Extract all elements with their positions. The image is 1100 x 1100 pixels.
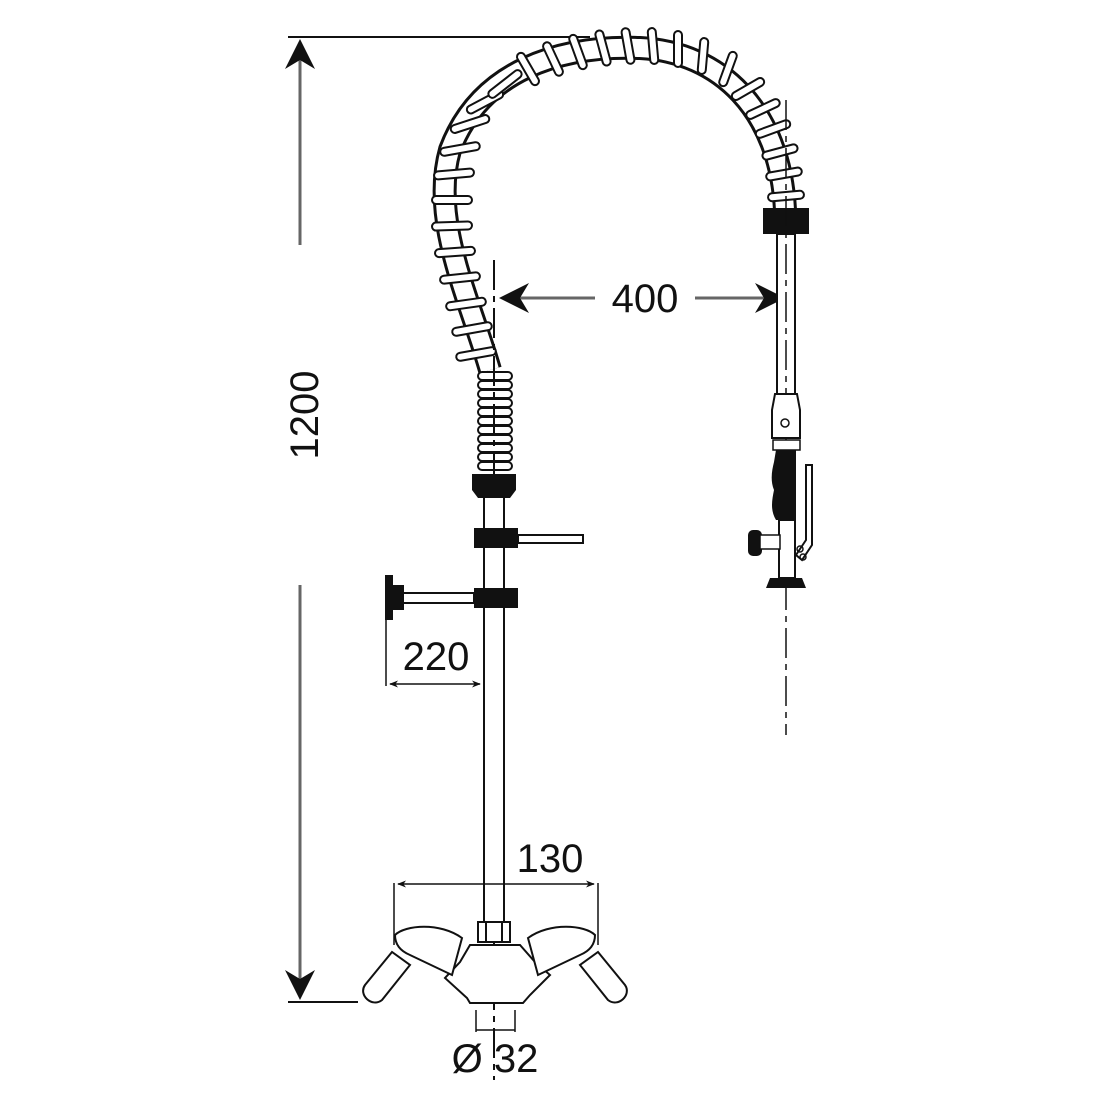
riser-clamp-lower [474, 588, 518, 608]
dimension-hole-diameter: Ø 32 [452, 1010, 539, 1081]
side-arm [399, 592, 475, 604]
side-arm-handle [385, 575, 393, 620]
spring-hose [431, 27, 805, 471]
dimension-reach: 400 [499, 277, 785, 321]
left-lever-handle [362, 950, 412, 1004]
hole-diameter-label: Ø 32 [452, 1037, 539, 1081]
left-valve-head [393, 925, 464, 977]
wall-bracket-arm [517, 534, 584, 544]
riser-clamp-upper [474, 528, 518, 548]
dimension-side-arm: 220 [385, 620, 481, 688]
gun-grip [771, 450, 796, 520]
right-valve-head [526, 925, 597, 977]
riser-top-collar [472, 474, 516, 498]
reach-label: 400 [612, 277, 679, 321]
dimension-base-width: 130 [393, 837, 599, 945]
base-width-label: 130 [517, 837, 584, 881]
dimension-height: 1200 [283, 36, 590, 1003]
right-lever-handle [578, 950, 628, 1004]
side-arm-label: 220 [403, 635, 470, 679]
mixer-body [362, 921, 628, 1004]
spray-head [766, 578, 806, 588]
spray-gun [748, 100, 813, 735]
height-label: 1200 [283, 371, 327, 460]
